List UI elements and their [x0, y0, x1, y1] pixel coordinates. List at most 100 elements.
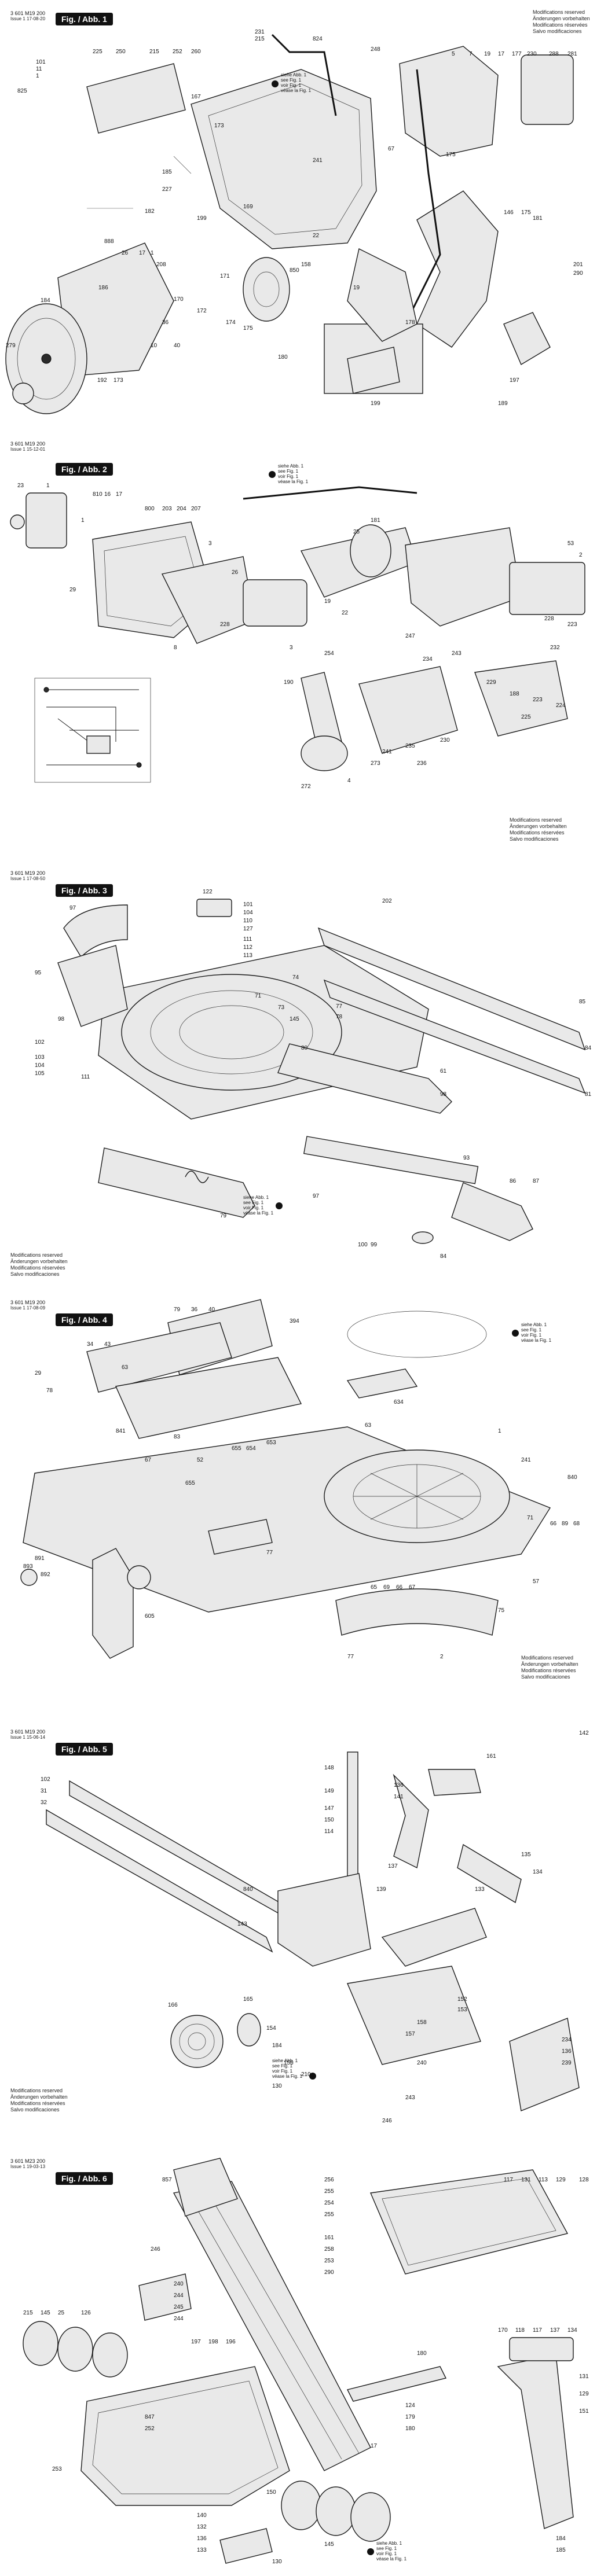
- part-number-label: 102: [41, 1776, 50, 1783]
- brush-cover: [25, 492, 67, 549]
- part-number-label: 255: [324, 2188, 334, 2195]
- wiring-diagram: [34, 678, 151, 783]
- slide-tube-lower: [46, 1809, 273, 1953]
- part-number-label: 97: [69, 905, 76, 911]
- part-number-label: 129: [556, 2177, 566, 2183]
- part-number-label: 215: [255, 36, 265, 42]
- part-number-label: 80: [301, 1045, 308, 1051]
- part-number-label: 229: [486, 679, 496, 686]
- part-number-label: 240: [174, 2281, 184, 2287]
- part-number-label: 199: [371, 400, 380, 407]
- part-number-label: 175: [521, 209, 531, 216]
- cross-ref-text: siehe Abb. 1: [281, 72, 307, 78]
- part-number-label: 186: [98, 285, 108, 291]
- part-number-label: 29: [69, 587, 76, 593]
- modifications-note: Modifications reserved Änderungen vorbeh…: [521, 1655, 578, 1680]
- part-number-label: 230: [527, 51, 537, 57]
- part-number-label: 77: [266, 1550, 273, 1556]
- part-number-label: 273: [371, 760, 380, 767]
- arm-mount: [509, 2337, 574, 2361]
- part-number-label: 140: [197, 2512, 207, 2519]
- part-number-label: 26: [122, 250, 129, 256]
- part-number-label: 248: [371, 46, 380, 53]
- part-number-label: 241: [521, 1457, 531, 1463]
- part-number-label: 201: [573, 262, 583, 268]
- part-number-label: 197: [510, 377, 519, 384]
- cross-ref-note: siehe Abb. 1 see Fig. 1 voir Fig. 1 véas…: [272, 72, 312, 93]
- part-number-label: 142: [579, 1730, 589, 1736]
- part-number-label: 158: [417, 2019, 427, 2026]
- part-number-label: 252: [173, 49, 182, 55]
- part-number-label: 84: [440, 1253, 447, 1260]
- part-number-label: 228: [220, 621, 230, 628]
- part-number-label: 246: [382, 2118, 392, 2124]
- part-number-label: 73: [278, 1004, 285, 1011]
- part-number-label: 243: [452, 650, 462, 657]
- figure-label: Fig. / Abb. 5: [56, 1743, 113, 1756]
- part-number-label: 139: [376, 1886, 386, 1893]
- part-number-label: 188: [510, 691, 519, 697]
- exploded-view-fig-3: [57, 899, 586, 1244]
- guide-rail-rear: [323, 979, 586, 1094]
- part-number-label: 93: [463, 1155, 470, 1161]
- part-number-label: 145: [290, 1016, 299, 1022]
- part-number-label: 19: [353, 285, 360, 291]
- part-number-label: 65: [371, 1584, 378, 1591]
- part-number-label: 113: [243, 952, 252, 959]
- part-number-label: 100: [358, 1242, 368, 1248]
- tabletop-insert: [346, 1368, 418, 1399]
- part-number-label: 22: [342, 610, 349, 616]
- part-number-label: 281: [567, 51, 577, 57]
- slide-bar: [303, 1136, 479, 1184]
- part-number-label: 857: [162, 2177, 172, 2183]
- part-number-label: 40: [208, 1307, 215, 1313]
- part-number-label: 133: [475, 1886, 485, 1893]
- part-number-label: 192: [97, 377, 107, 384]
- part-number-label: 87: [533, 1178, 540, 1184]
- part-number-label: 196: [226, 2339, 236, 2345]
- cross-ref-text: see Fig. 1: [521, 1327, 542, 1333]
- part-number-label: 190: [284, 679, 294, 686]
- part-number-label: 83: [174, 1434, 181, 1440]
- part-number-label: 148: [324, 1765, 334, 1771]
- exploded-view-fig-6: [23, 2158, 574, 2564]
- part-number-label: 180: [405, 2426, 415, 2432]
- part-number-label: 247: [405, 633, 415, 639]
- part-number-label: 43: [104, 1341, 111, 1348]
- part-number-label: 840: [567, 1474, 577, 1481]
- sheet-header: 3 601 M19 200 Issue 1 17-08-20: [10, 10, 45, 22]
- part-number-label: 279: [6, 343, 16, 349]
- part-number-label: 53: [567, 540, 574, 547]
- dust-chute: [509, 2018, 580, 2111]
- part-number-label: 239: [562, 2060, 572, 2066]
- part-number-label: 68: [573, 1521, 580, 1527]
- part-number-label: 250: [116, 49, 126, 55]
- roller-set-left: [23, 2321, 128, 2378]
- part-number-label: 654: [246, 1445, 256, 1452]
- part-number-label: 199: [197, 215, 207, 222]
- part-number-label: 113: [539, 2177, 548, 2183]
- part-number-label: 132: [197, 2524, 207, 2530]
- part-number-label: 236: [417, 760, 427, 767]
- part-number-label: 23: [17, 483, 24, 489]
- part-number-label: 19: [484, 51, 491, 57]
- part-number-label: 847: [145, 2414, 155, 2420]
- part-number-label: 135: [521, 1852, 531, 1858]
- part-number-label: 67: [145, 1457, 152, 1463]
- part-number-label: 79: [174, 1307, 181, 1313]
- part-number-label: 156: [284, 2060, 294, 2066]
- part-number-label: 175: [243, 325, 253, 332]
- part-number-label: 231: [255, 29, 265, 35]
- modifications-note: Modifications reserved Änderungen vorbeh…: [533, 9, 590, 34]
- bushing: [237, 2013, 261, 2047]
- part-number-label: 52: [197, 1457, 204, 1463]
- part-number-label: 170: [174, 296, 184, 303]
- part-number-label: 841: [116, 1428, 126, 1434]
- part-number-label: 800: [145, 506, 155, 512]
- part-number-label: 202: [382, 898, 392, 904]
- part-number-label: 157: [405, 2031, 415, 2037]
- part-number-label: 197: [191, 2339, 201, 2345]
- lock-handle: [457, 1843, 522, 1904]
- part-number-label: 810: [93, 491, 102, 498]
- issue-date: Issue 1 17-08-20: [10, 16, 46, 21]
